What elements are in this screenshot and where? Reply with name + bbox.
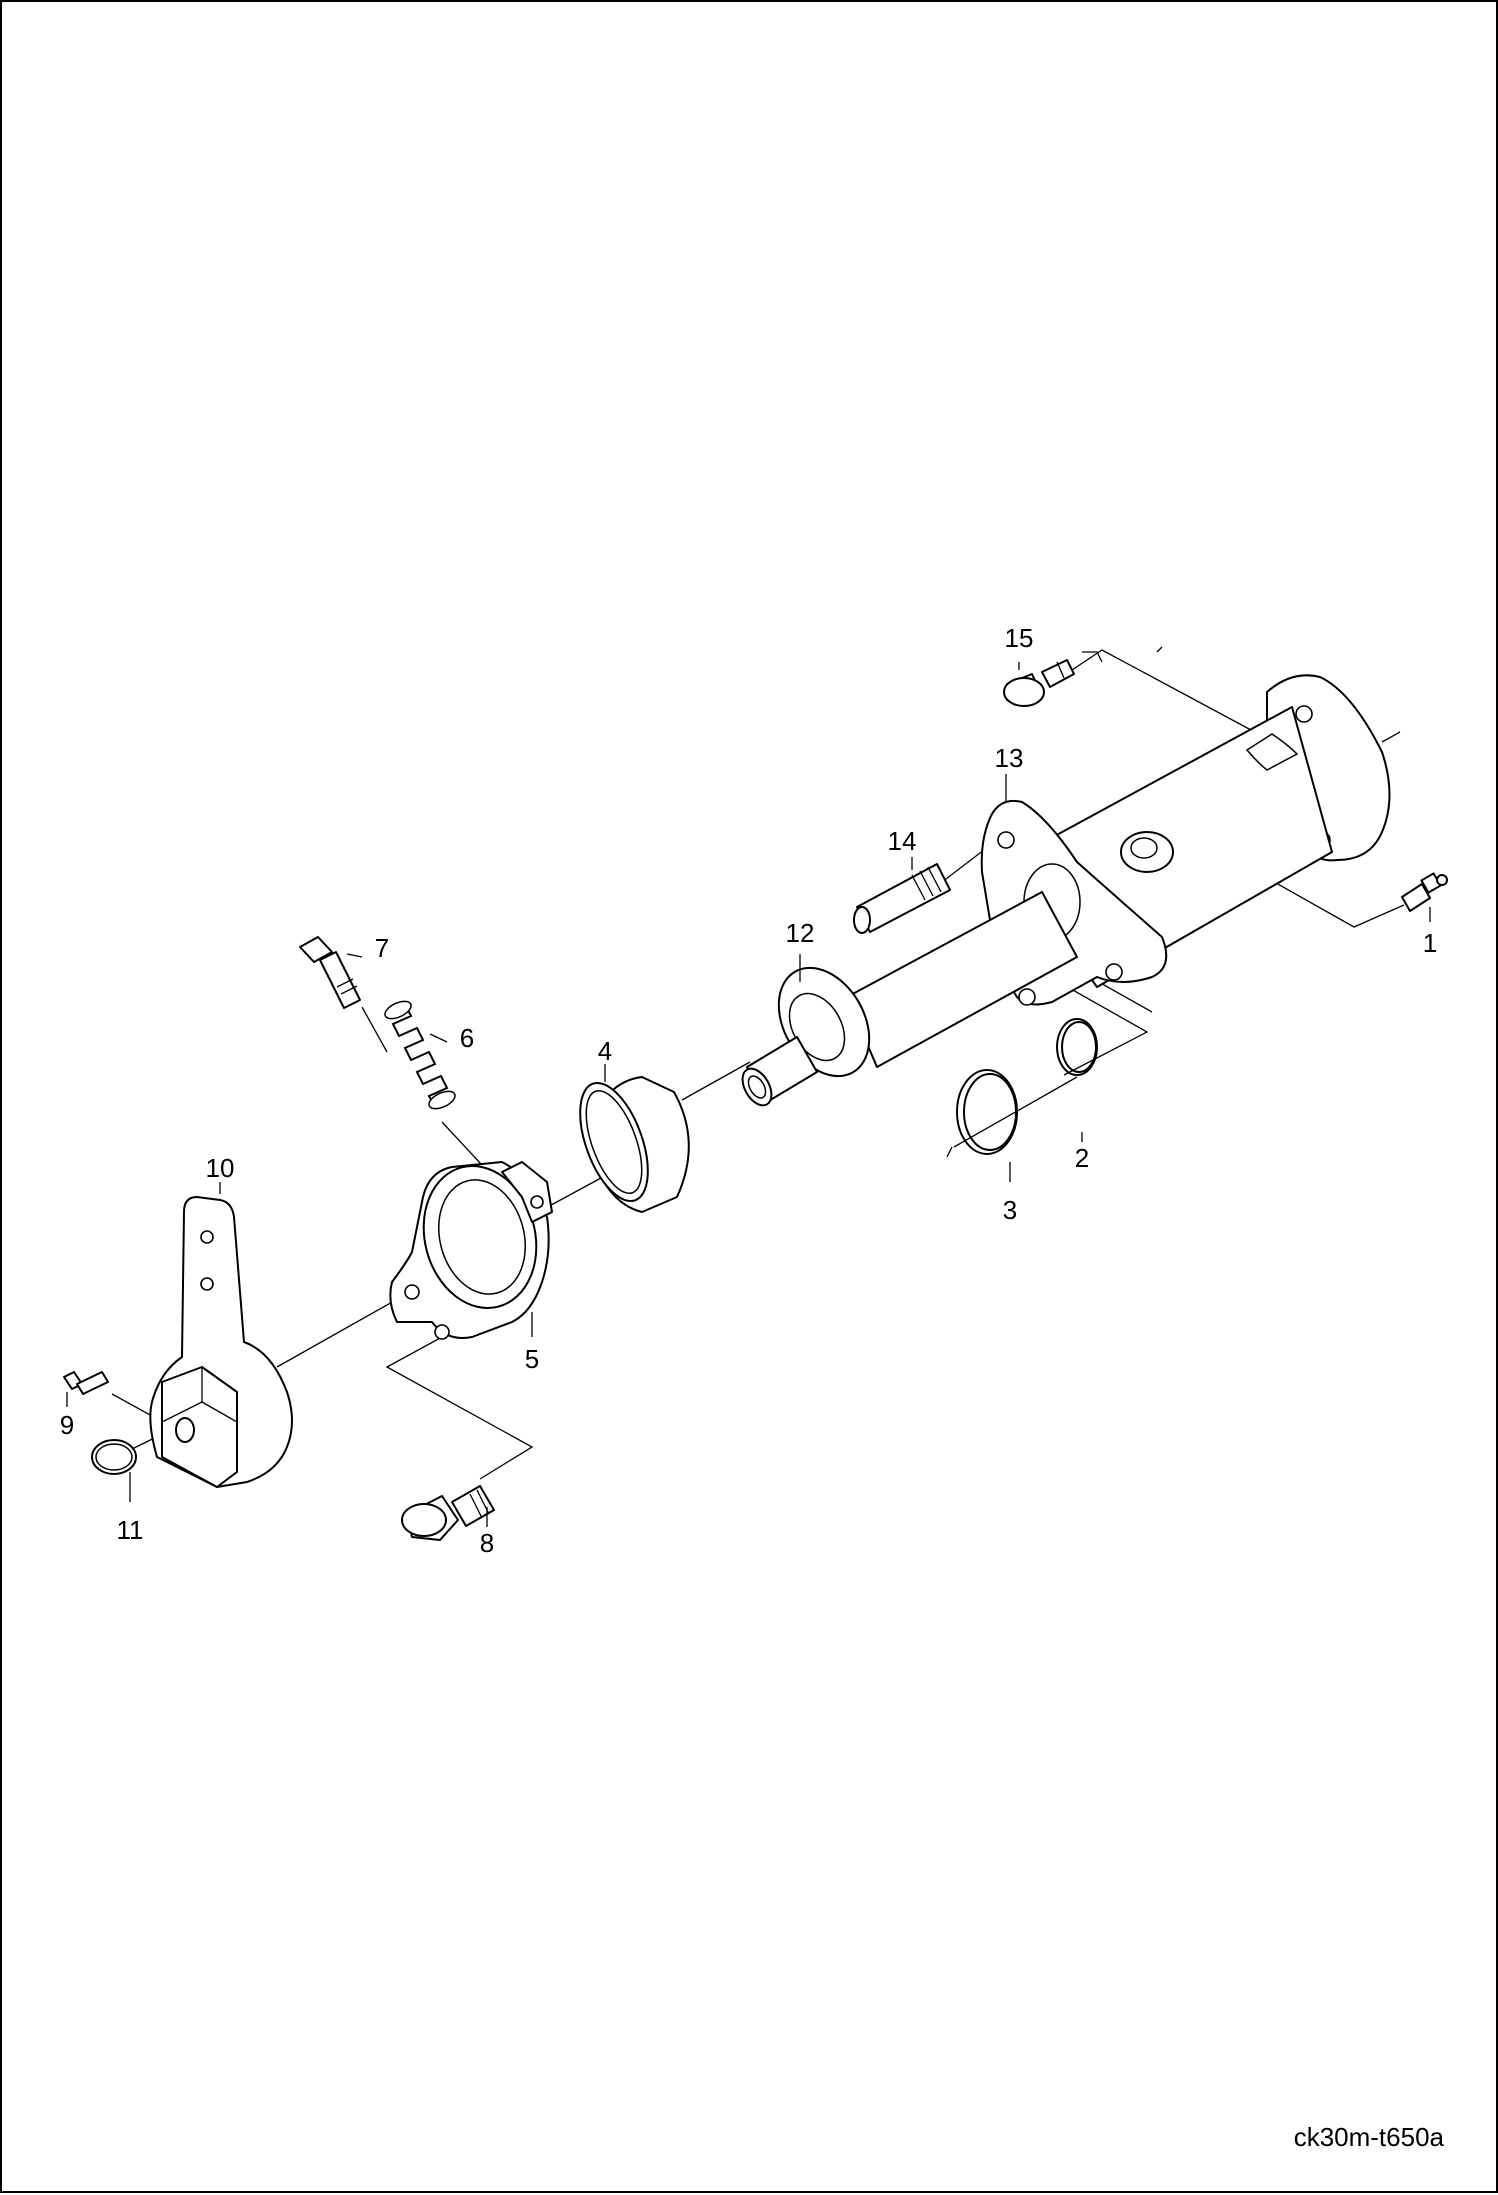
callout-15: 15	[1005, 623, 1034, 653]
callout-10: 10	[206, 1153, 235, 1183]
callout-12: 12	[786, 918, 815, 948]
callout-11: 11	[117, 1515, 144, 1545]
callout-13: 13	[995, 743, 1024, 773]
part-8-bolt	[401, 1485, 495, 1541]
part-13-housing	[980, 674, 1401, 1006]
part-7-bolt	[299, 936, 361, 1009]
part-5-bracket	[389, 1161, 553, 1340]
part-4-bushing	[579, 1076, 690, 1213]
callout-9: 9	[60, 1410, 74, 1440]
part-10-arm	[149, 1196, 293, 1488]
part-9-screw	[63, 1371, 109, 1395]
part-6-spring	[384, 1000, 456, 1110]
callouts: 1 2 3 4 5 6 7 8 9 10 11 12 13 14 15	[60, 623, 1437, 1558]
callout-7: 7	[375, 933, 389, 963]
callout-1: 1	[1423, 928, 1437, 958]
callout-2: 2	[1075, 1143, 1089, 1173]
part-12-shaft	[741, 891, 1078, 1107]
part-15-bolt	[1003, 659, 1075, 707]
callout-3: 3	[1003, 1195, 1017, 1225]
callout-6: 6	[460, 1023, 474, 1053]
part-1-grease-fitting	[1401, 872, 1448, 912]
drawing-reference-code: ck30m-t650a	[1293, 2122, 1444, 2152]
part-14-stud	[853, 863, 951, 934]
callout-4: 4	[598, 1036, 612, 1066]
callout-14: 14	[888, 826, 917, 856]
callout-8: 8	[480, 1528, 494, 1558]
part-2-3-orings	[956, 1018, 1098, 1155]
callout-leaders	[66, 662, 1431, 1527]
part-11-snap-ring	[91, 1439, 137, 1475]
callout-5: 5	[525, 1344, 539, 1374]
